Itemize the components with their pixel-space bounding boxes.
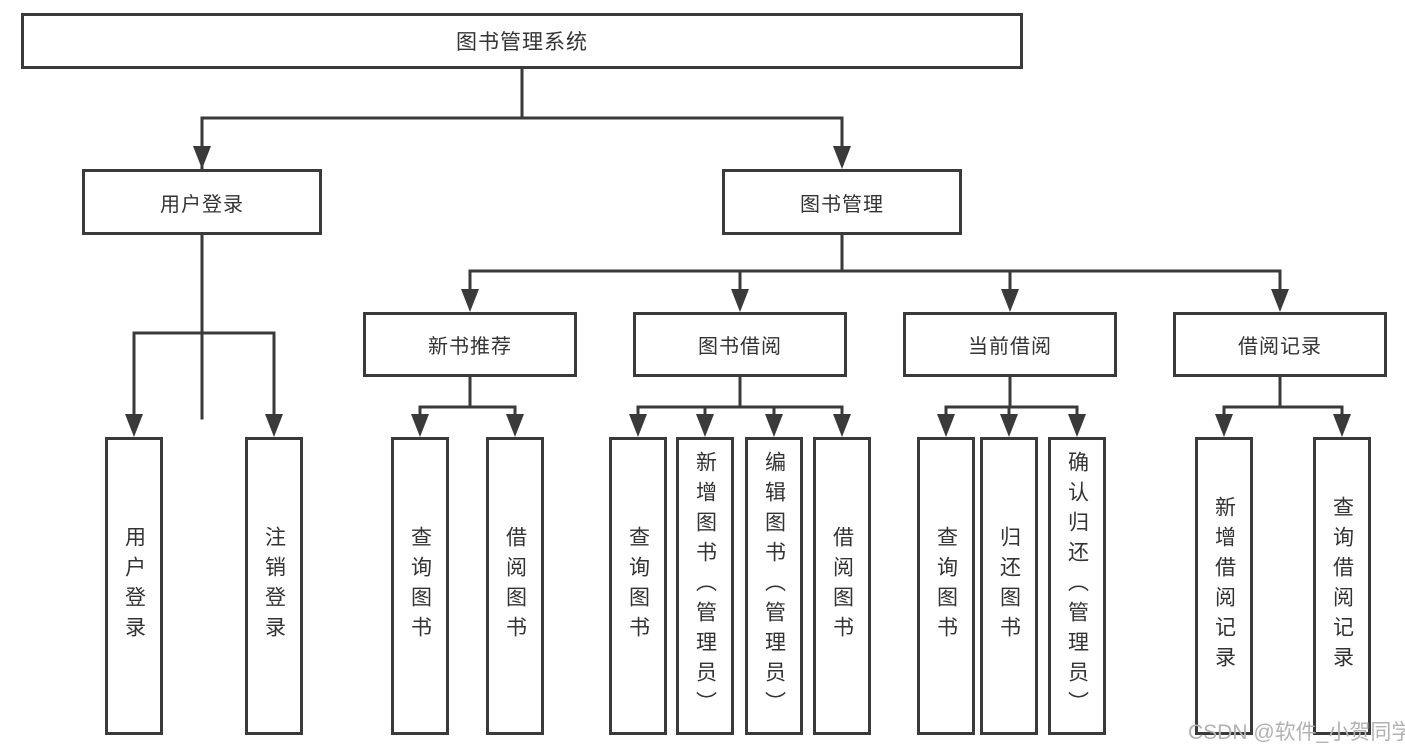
connector-lines — [132, 65, 1344, 420]
arrowhead — [833, 146, 851, 169]
arrowhead — [411, 414, 429, 437]
leaf-user-login: 用户登录 — [105, 437, 163, 735]
node-book-borrowing: 图书借阅 — [633, 312, 847, 377]
arrowhead — [1001, 289, 1019, 312]
leaf-logout: 注销登录 — [245, 437, 303, 735]
node-label: 查询图书 — [408, 526, 432, 646]
arrowhead — [629, 414, 647, 437]
arrowhead — [1215, 414, 1233, 437]
node-label: 借阅记录 — [1238, 336, 1322, 358]
arrowhead — [125, 414, 143, 437]
node-label: 查询图书 — [934, 526, 958, 646]
node-label: 编辑图书（管理员） — [762, 451, 786, 721]
node-label: 确认归还（管理员） — [1065, 451, 1089, 721]
node-label: 借阅图书 — [503, 526, 527, 646]
node-current-borrowing: 当前借阅 — [903, 312, 1117, 377]
node-label: 图书借阅 — [698, 336, 782, 358]
leaf-edit-books-admin: 编辑图书（管理员） — [745, 437, 803, 735]
arrowhead — [1333, 414, 1351, 437]
arrowhead — [765, 414, 783, 437]
node-library-management-system: 图书管理系统 — [21, 13, 1023, 69]
leaf-search-borrow-record: 查询借阅记录 — [1313, 437, 1371, 735]
leaf-search-books-current: 查询图书 — [917, 437, 975, 735]
node-label: 归还图书 — [997, 526, 1021, 646]
node-label: 用户登录 — [160, 193, 244, 216]
node-borrowing-records: 借阅记录 — [1173, 312, 1387, 377]
node-book-management: 图书管理 — [722, 169, 962, 235]
arrowheads — [125, 146, 1351, 437]
node-label: 新增借阅记录 — [1212, 496, 1236, 676]
arrowhead — [696, 414, 714, 437]
node-new-book-recommendation: 新书推荐 — [363, 312, 577, 377]
leaf-search-books-recommend: 查询图书 — [391, 437, 449, 735]
arrowhead — [506, 414, 524, 437]
arrowhead — [1068, 414, 1086, 437]
leaf-add-books-admin: 新增图书（管理员） — [676, 437, 734, 735]
leaf-search-books-borrow: 查询图书 — [609, 437, 667, 735]
leaf-borrow-books: 借阅图书 — [813, 437, 871, 735]
node-label: 新书推荐 — [428, 336, 512, 358]
node-label: 当前借阅 — [968, 336, 1052, 358]
arrowhead — [1271, 289, 1289, 312]
node-label: 用户登录 — [122, 526, 146, 646]
arrowhead — [937, 414, 955, 437]
node-label: 新增图书（管理员） — [693, 451, 717, 721]
arrowhead — [193, 146, 211, 169]
node-label: 图书管理 — [800, 193, 884, 216]
node-label: 图书管理系统 — [456, 31, 588, 54]
leaf-add-borrow-record: 新增借阅记录 — [1195, 437, 1253, 735]
arrowhead — [1000, 414, 1018, 437]
node-label: 查询借阅记录 — [1330, 496, 1354, 676]
node-label: 查询图书 — [626, 526, 650, 646]
node-user-login: 用户登录 — [82, 169, 322, 235]
arrowhead — [265, 414, 283, 437]
leaf-return-books: 归还图书 — [980, 437, 1038, 735]
node-label: 注销登录 — [262, 526, 286, 646]
leaf-borrow-books-recommend: 借阅图书 — [486, 437, 544, 735]
csdn-watermark: CSDN @软件_小贺同学 — [1188, 721, 1405, 744]
arrowhead — [731, 289, 749, 312]
leaf-confirm-return-admin: 确认归还（管理员） — [1048, 437, 1106, 735]
arrowhead — [833, 414, 851, 437]
node-label: 借阅图书 — [830, 526, 854, 646]
arrowhead — [461, 289, 479, 312]
